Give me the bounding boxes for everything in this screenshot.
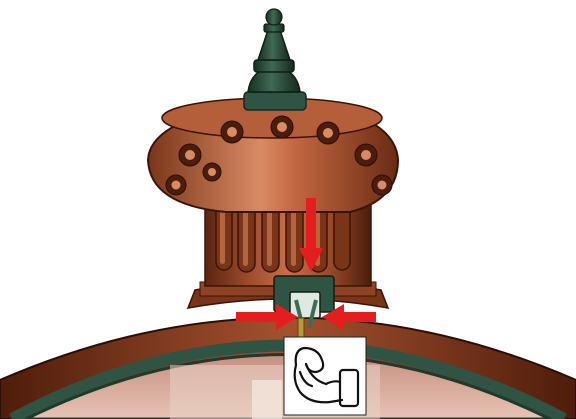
pinch-hand-icon [284, 337, 366, 415]
vent-cap [148, 92, 398, 212]
finial-spire-icon [248, 9, 300, 92]
